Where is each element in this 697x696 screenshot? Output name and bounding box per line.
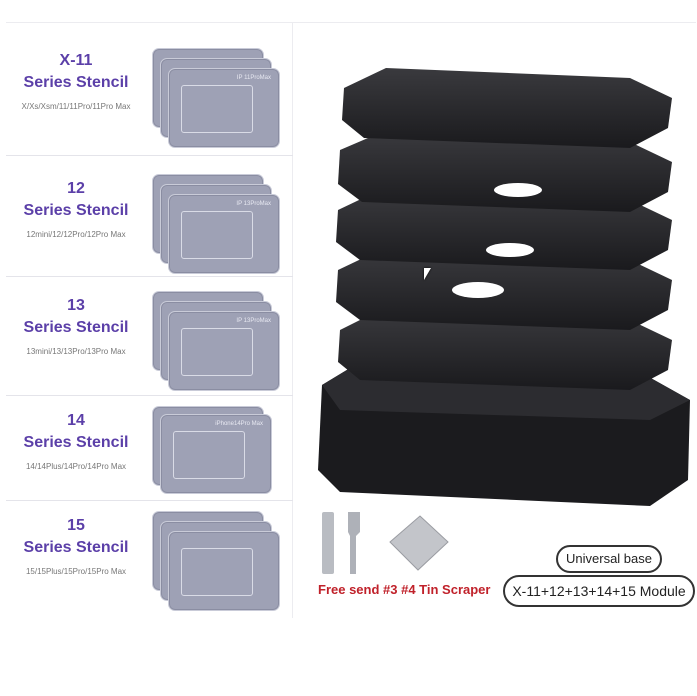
module-layer: [338, 310, 672, 390]
stencil-plate: IP 13ProMax: [168, 311, 280, 391]
series-number: X-11: [59, 52, 93, 69]
module-layer: [342, 68, 672, 148]
series-models: 14/14Plus/14Pro/14Pro Max: [25, 462, 127, 471]
stencil-plates: iPhone14Pro Max: [152, 406, 282, 506]
tin-block-icon: [389, 515, 449, 571]
series-number: 13: [67, 297, 85, 314]
module-layer: [336, 250, 672, 330]
series-models: 15/15Plus/15Pro/15Pro Max: [25, 567, 127, 576]
series-title: Series Stencil: [23, 202, 129, 219]
plate-tag: IP 11ProMax: [236, 75, 271, 81]
stencil-row-x11: X-11 Series Stencil X/Xs/Xsm/11/11Pro/11…: [6, 22, 293, 156]
scraper-3-icon: [322, 512, 334, 574]
plate-tag: iPhone14Pro Max: [215, 421, 263, 427]
stencil-row-15: 15 Series Stencil 15/15Plus/15Pro/15Pro …: [6, 501, 293, 617]
series-title: Series Stencil: [23, 319, 129, 336]
stencil-label: 12 Series Stencil 12mini/12/12Pro/12Pro …: [6, 180, 146, 239]
series-title: Series Stencil: [23, 539, 129, 556]
stencil-plate: IP 11ProMax: [168, 68, 280, 148]
stencil-plate: IP 13ProMax: [168, 194, 280, 274]
stencil-plates: [152, 511, 282, 611]
tin-scraper-illustration: [322, 512, 449, 574]
plate-tag: IP 13ProMax: [236, 201, 271, 207]
stencil-plate: [168, 531, 280, 611]
vertical-divider: [292, 22, 293, 618]
stencil-list: X-11 Series Stencil X/Xs/Xsm/11/11Pro/11…: [6, 22, 293, 618]
stencil-row-13: 13 Series Stencil 13mini/13/13Pro/13Pro …: [6, 277, 293, 396]
stencil-row-12: 12 Series Stencil 12mini/12/12Pro/12Pro …: [6, 156, 293, 277]
series-title: Series Stencil: [23, 74, 129, 91]
mouse-cursor-icon: [424, 268, 431, 280]
stencil-plates: IP 13ProMax: [152, 174, 282, 274]
series-models: X/Xs/Xsm/11/11Pro/11Pro Max: [21, 102, 131, 111]
plate-tag: IP 13ProMax: [236, 318, 271, 324]
top-divider: [6, 22, 696, 23]
series-models: 12mini/12/12Pro/12Pro Max: [26, 230, 126, 239]
stencil-label: X-11 Series Stencil X/Xs/Xsm/11/11Pro/11…: [6, 52, 146, 111]
series-models: 13mini/13/13Pro/13Pro Max: [26, 347, 126, 356]
stencil-plate: iPhone14Pro Max: [160, 414, 272, 494]
stencil-label: 14 Series Stencil 14/14Plus/14Pro/14Pro …: [6, 412, 146, 471]
scraper-4-icon: [348, 512, 360, 574]
universal-base-label: Universal base: [556, 545, 662, 573]
stencil-label: 13 Series Stencil 13mini/13/13Pro/13Pro …: [6, 297, 146, 356]
stencil-label: 15 Series Stencil 15/15Plus/15Pro/15Pro …: [6, 517, 146, 576]
fixture-stack-illustration: [318, 68, 690, 506]
stencil-plates: IP 13ProMax: [152, 291, 282, 391]
stencil-row-14: 14 Series Stencil 14/14Plus/14Pro/14Pro …: [6, 396, 293, 501]
module-label: X-11+12+13+14+15 Module: [503, 575, 695, 607]
series-number: 14: [67, 412, 85, 429]
module-layer: [338, 132, 672, 212]
series-number: 12: [67, 180, 85, 197]
scraper-caption: Free send #3 #4 Tin Scraper: [318, 582, 491, 597]
series-number: 15: [67, 517, 85, 534]
stencil-plates: IP 11ProMax: [152, 48, 282, 148]
series-title: Series Stencil: [23, 434, 129, 451]
